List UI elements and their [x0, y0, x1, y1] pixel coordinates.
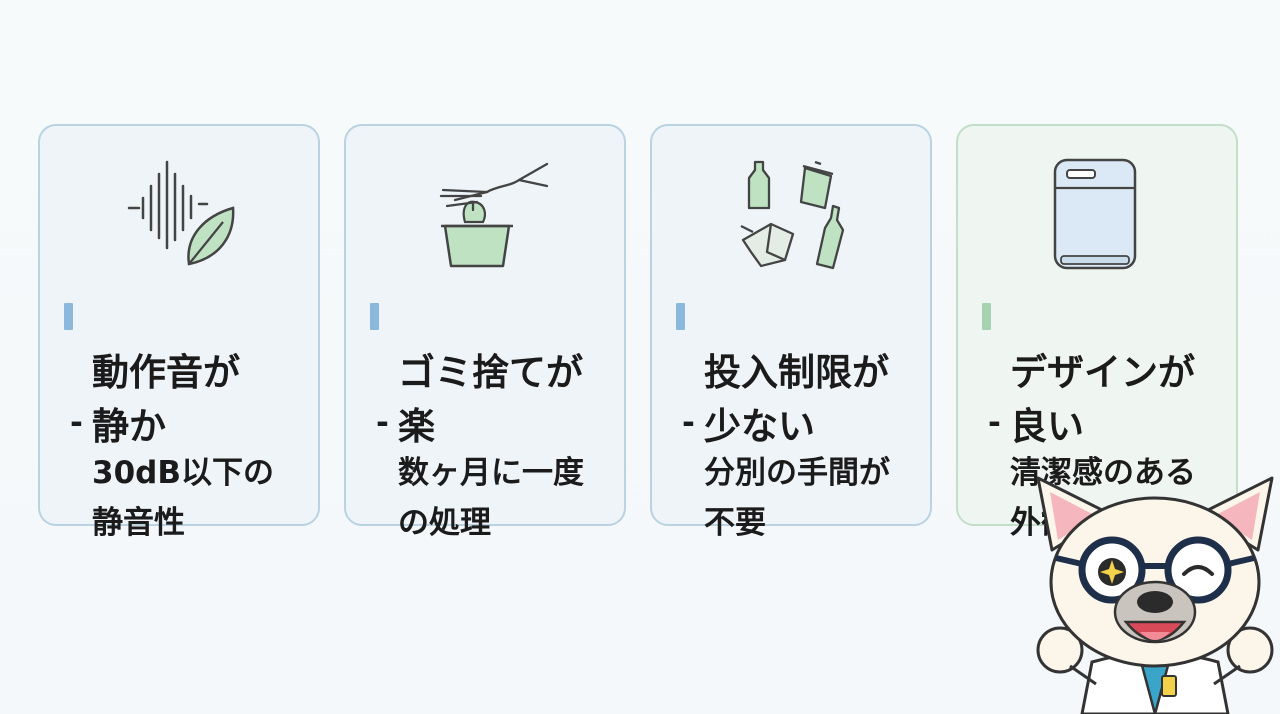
bullet-dash: -	[70, 405, 83, 441]
bullet-dash: -	[376, 405, 389, 441]
title-accent-bar	[676, 303, 685, 330]
card-bullet: -数ヶ月に一度 の処理	[376, 398, 620, 548]
feature-card-quiet: 動作音が 静か -30dB以下の 静音性	[38, 124, 320, 541]
card-title: デザインが 良い	[982, 292, 1222, 454]
bullet-dash: -	[988, 405, 1001, 441]
card-bullet: -分別の手間が 不要	[682, 398, 926, 548]
hand-trash-bin-icon	[439, 162, 549, 268]
french-bulldog-scientist-mascot	[1036, 476, 1274, 714]
bullet-dash: -	[682, 405, 695, 441]
card-title: 投入制限が 少ない	[676, 292, 916, 454]
mixed-waste-icon	[740, 160, 845, 270]
title-accent-bar	[982, 303, 991, 330]
feature-card-easy-disposal: ゴミ捨てが 楽 -数ヶ月に一度 の処理	[344, 124, 626, 541]
feature-card-few-restrictions: 投入制限が 少ない -分別の手間が 不要	[650, 124, 932, 541]
title-accent-bar	[370, 303, 379, 330]
appliance-icon	[1053, 158, 1137, 270]
card-title: 動作音が 静か	[64, 292, 304, 454]
soundwave-leaf-icon	[127, 160, 235, 266]
card-title: ゴミ捨てが 楽	[370, 292, 610, 454]
card-bullet: -30dB以下の 静音性	[70, 398, 314, 548]
title-accent-bar	[64, 303, 73, 330]
